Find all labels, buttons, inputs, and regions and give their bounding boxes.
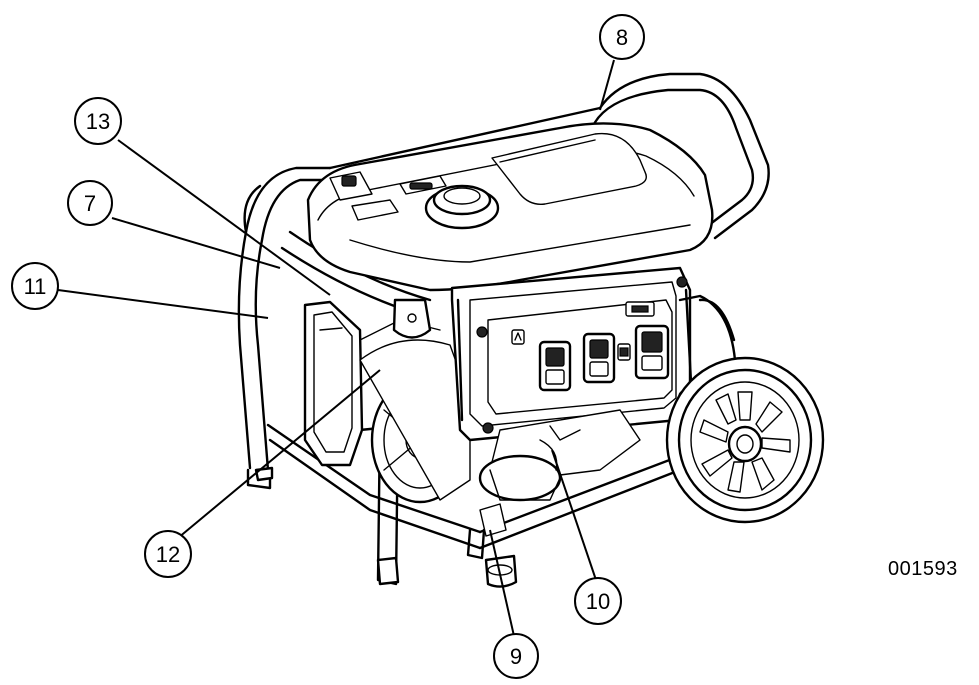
wheel — [665, 298, 825, 524]
callout-11: 11 — [11, 262, 59, 310]
callout-label: 12 — [156, 542, 180, 567]
callout-9: 9 — [493, 633, 539, 679]
leader-13 — [117, 139, 331, 296]
leader-7 — [111, 217, 281, 269]
callout-7: 7 — [67, 180, 113, 226]
leader-9 — [489, 529, 515, 637]
leader-8 — [599, 59, 615, 111]
callout-label: 10 — [586, 589, 610, 614]
fuel-tank — [306, 122, 714, 292]
callout-label: 8 — [616, 25, 628, 50]
figure-code: 001593 — [888, 558, 958, 580]
callout-12: 12 — [144, 530, 192, 578]
leader-12 — [177, 369, 381, 539]
callout-13: 13 — [74, 97, 122, 145]
callout-label: 11 — [24, 274, 47, 299]
engine — [303, 298, 471, 504]
callout-label: 13 — [86, 109, 110, 134]
leader-lines — [57, 59, 615, 637]
callout-8: 8 — [599, 14, 645, 60]
feet — [254, 466, 518, 588]
leader-11 — [57, 289, 269, 319]
control-panel — [450, 266, 694, 442]
callout-label: 7 — [84, 191, 96, 216]
leader-10 — [551, 449, 597, 581]
callout-10: 10 — [574, 577, 622, 625]
callout-label: 9 — [510, 644, 522, 669]
